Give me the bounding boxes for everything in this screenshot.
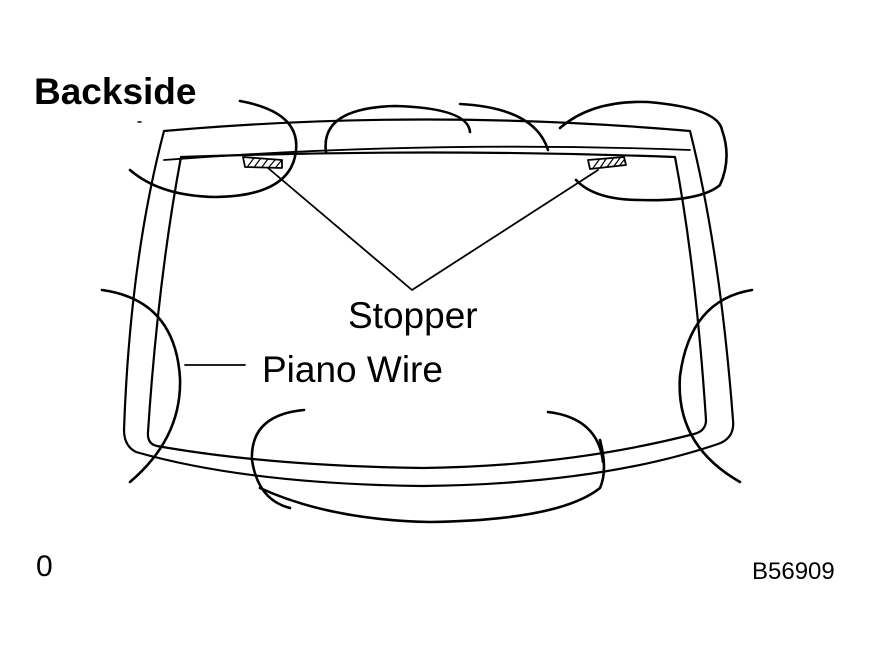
- stopper-label: Stopper: [348, 295, 478, 336]
- top-band-line: [163, 145, 691, 161]
- piano-wire-label: Piano Wire: [262, 349, 443, 390]
- wire-arc-bottom-right: [546, 410, 605, 464]
- wire-arc-top-left: [128, 99, 298, 199]
- wire-arc-bottom: [258, 438, 606, 524]
- windshield-outer-edge: [122, 118, 735, 488]
- backside-label: Backside: [34, 71, 197, 112]
- wire-arc-top-center: [324, 104, 472, 154]
- stopper-right: [587, 156, 627, 170]
- stopper-left: [242, 156, 283, 169]
- figure-code: B56909: [752, 558, 835, 585]
- wire-arc-right: [678, 288, 754, 484]
- wire-arc-bottom-left: [250, 408, 306, 510]
- wire-arc-top-center-right: [458, 102, 550, 152]
- corner-mark: 0: [36, 550, 53, 583]
- wire-arc-left: [100, 288, 182, 484]
- windshield-inner-edge: [146, 151, 708, 470]
- piano-wire-arcs: [100, 99, 754, 524]
- stopper-leader-lines: [267, 167, 599, 291]
- wire-arc-top-right: [558, 100, 728, 202]
